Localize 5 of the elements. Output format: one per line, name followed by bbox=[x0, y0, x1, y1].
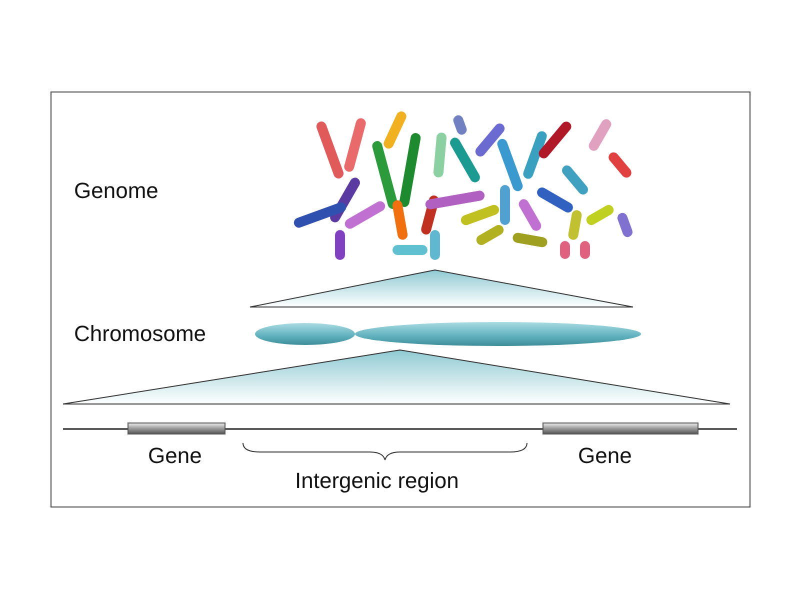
label: Chromosome bbox=[74, 321, 206, 347]
label: Genome bbox=[74, 178, 158, 204]
label: Intergenic region bbox=[295, 468, 459, 494]
label: Gene bbox=[148, 443, 202, 469]
label: Gene bbox=[578, 443, 632, 469]
